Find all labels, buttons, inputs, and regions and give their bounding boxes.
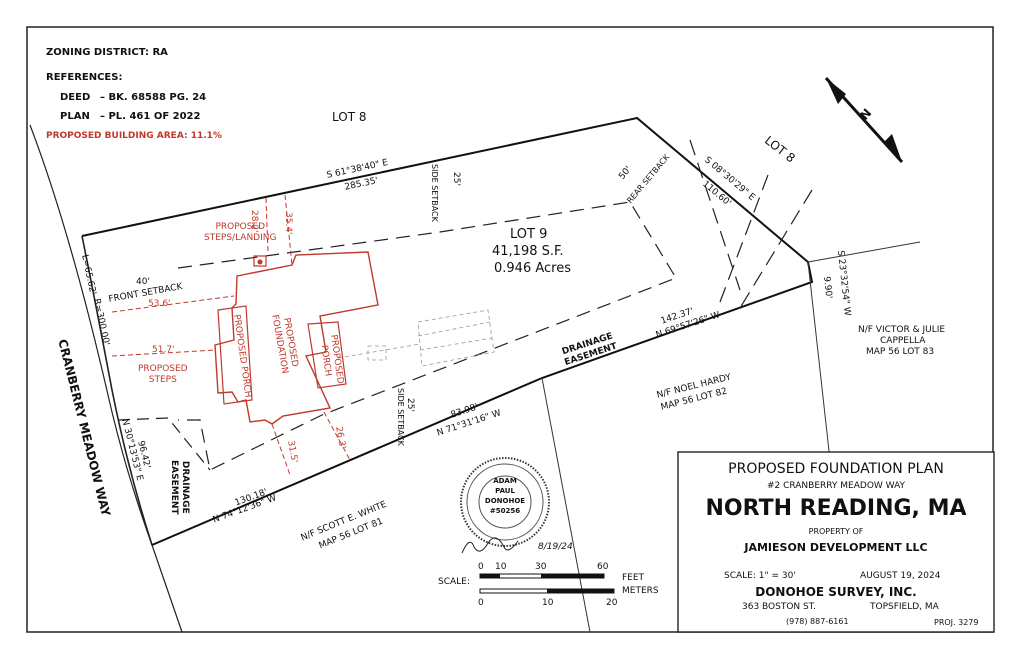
title-block-phone: (978) 887-6161 bbox=[786, 617, 849, 626]
proposed-porch-right-outline bbox=[307, 321, 347, 389]
side-setback-top-distance: 25' bbox=[451, 172, 461, 186]
abutter-cappella-line3: MAP 56 LOT 83 bbox=[866, 347, 935, 357]
lot-8-dashed-a bbox=[689, 139, 741, 291]
title-block-firm-city: TOPSFIELD, MA bbox=[870, 602, 939, 612]
title-block: PROPOSED FOUNDATION PLAN #2 CRANBERRY ME… bbox=[678, 452, 994, 632]
dimension-53: 53.6' bbox=[148, 299, 171, 309]
sheet-border bbox=[26, 26, 994, 633]
title-block-frame bbox=[677, 451, 995, 633]
title-block-date: AUGUST 19, 2024 bbox=[860, 571, 941, 581]
plan-label: PLAN bbox=[60, 111, 90, 122]
abutter-cappella-line2: CAPPELLA bbox=[880, 336, 926, 346]
proposed-steps-label: PROPOSED STEPS bbox=[138, 364, 188, 385]
scale-feet-tick-60: 60 bbox=[597, 562, 609, 572]
scale-feet-tick-10: 10 bbox=[495, 562, 507, 572]
title-block-scale: SCALE: 1" = 30' bbox=[724, 571, 796, 581]
scale-feet-tick-30: 30 bbox=[535, 562, 547, 572]
lot-9-area-sf: 41,198 S.F. bbox=[492, 244, 564, 259]
se-corner-length: 9.90' bbox=[821, 275, 834, 300]
seal-name-2: PAUL bbox=[495, 487, 515, 495]
street-line-west bbox=[29, 124, 183, 633]
dimension-51: 51.7' bbox=[152, 345, 175, 355]
scale-meter-tick-0: 0 bbox=[478, 598, 484, 608]
abutter-line-ne bbox=[807, 241, 921, 263]
front-setback-distance: 40' bbox=[136, 277, 150, 287]
lot-8-label-top: LOT 8 bbox=[332, 110, 367, 124]
title-block-address: #2 CRANBERRY MEADOW WAY bbox=[766, 481, 906, 491]
drainage-easement-left-label: DRAINAGE EASEMENT bbox=[169, 460, 190, 515]
lot-9-name: LOT 9 bbox=[510, 227, 548, 242]
proposed-steps-landing-box bbox=[253, 255, 267, 267]
deed-label: DEED bbox=[60, 92, 91, 103]
building-area-note: PROPOSED BUILDING AREA: 11.1% bbox=[46, 131, 222, 141]
signature-date: 8/19/24 bbox=[538, 542, 573, 552]
seal-number: #50256 bbox=[489, 507, 521, 515]
north-arrow-icon bbox=[824, 76, 904, 164]
abutter-line-e bbox=[807, 261, 831, 461]
side-setback-top-label: SIDE SETBACK bbox=[430, 164, 439, 222]
setback-envelope bbox=[177, 201, 677, 471]
seal-name-1: ADAM bbox=[493, 477, 517, 485]
side-setback-bottom-label: SIDE SETBACK bbox=[396, 388, 405, 446]
proposed-porch-left-outline bbox=[217, 305, 253, 405]
deed-value: – BK. 68588 PG. 24 bbox=[100, 92, 207, 103]
scale-meter-tick-20: 20 bbox=[606, 598, 618, 608]
lot-frontage-line bbox=[81, 235, 153, 546]
references-title: REFERENCES: bbox=[46, 72, 123, 83]
seal-name-3: DONOHOE bbox=[484, 497, 526, 505]
dimension-28: 28.2' bbox=[249, 210, 259, 233]
leaching-field bbox=[337, 309, 495, 367]
proposed-steps-landing-label: PROPOSED STEPS/LANDING bbox=[204, 222, 277, 243]
title-block-town: NORTH READING, MA bbox=[705, 496, 967, 521]
scale-feet-tick-0: 0 bbox=[478, 562, 484, 572]
scale-feet-label: FEET bbox=[622, 573, 645, 583]
abutter-cappella-line1: N/F VICTOR & JULIE bbox=[858, 325, 946, 335]
title-block-owner: JAMIESON DEVELOPMENT LLC bbox=[744, 541, 928, 554]
lot-9-area-acres: 0.946 Acres bbox=[494, 261, 571, 276]
title-block-firm: DONOHOE SURVEY, INC. bbox=[755, 585, 917, 599]
scale-meter-tick-10: 10 bbox=[542, 598, 554, 608]
title-block-property-of: PROPERTY OF bbox=[808, 527, 864, 536]
scale-meters-label: METERS bbox=[622, 586, 659, 596]
plan-value: – PL. 461 OF 2022 bbox=[100, 111, 201, 122]
scale-bar-label: SCALE: bbox=[438, 577, 470, 587]
zoning-note: ZONING DISTRICT: RA bbox=[46, 47, 168, 58]
title-block-firm-street: 363 BOSTON ST. bbox=[742, 602, 817, 612]
dimension-35: 35.4' bbox=[283, 212, 293, 235]
side-setback-bottom-distance: 25' bbox=[405, 398, 415, 412]
scale-bar bbox=[479, 573, 615, 594]
proposed-foundation-outline bbox=[214, 251, 379, 425]
steps-marker bbox=[257, 259, 263, 265]
title-block-project: PROJ. 3279 bbox=[934, 618, 979, 627]
surveyor-seal-icon bbox=[460, 457, 550, 547]
proposed-dimension-lines bbox=[111, 194, 351, 476]
title-block-title: PROPOSED FOUNDATION PLAN bbox=[728, 461, 944, 477]
lot-8-dashed-c bbox=[739, 189, 813, 309]
surveyor-signature bbox=[461, 537, 519, 554]
lot-9-boundary bbox=[81, 116, 814, 546]
